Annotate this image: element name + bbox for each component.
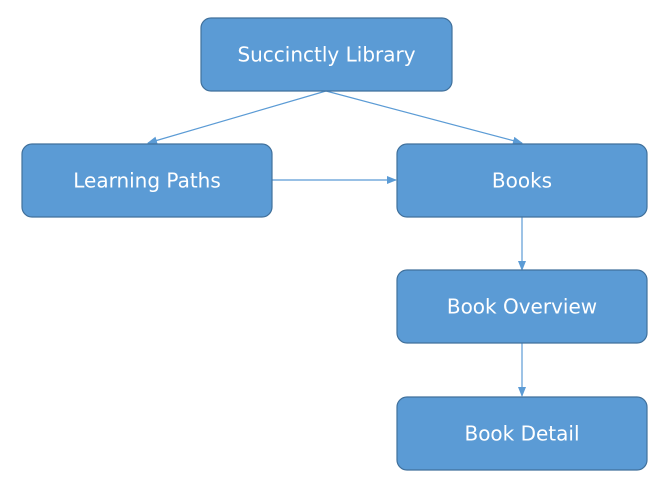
node-label-succinctly-library: Succinctly Library [237,43,415,67]
node-book-overview[interactable]: Book Overview [396,269,648,344]
node-succinctly-library[interactable]: Succinctly Library [200,17,453,92]
edge-library-to-books [325,90,523,145]
node-books[interactable]: Books [396,143,648,218]
node-label-book-overview: Book Overview [447,295,597,319]
node-label-learning-paths: Learning Paths [73,169,221,193]
edges [147,90,526,397]
node-label-book-detail: Book Detail [464,422,579,446]
node-learning-paths[interactable]: Learning Paths [21,143,273,218]
nodes: Succinctly Library Learning Paths Books … [21,17,648,471]
node-book-detail[interactable]: Book Detail [396,396,648,471]
node-label-books: Books [492,169,552,193]
edge-library-to-learning-paths [147,90,327,145]
